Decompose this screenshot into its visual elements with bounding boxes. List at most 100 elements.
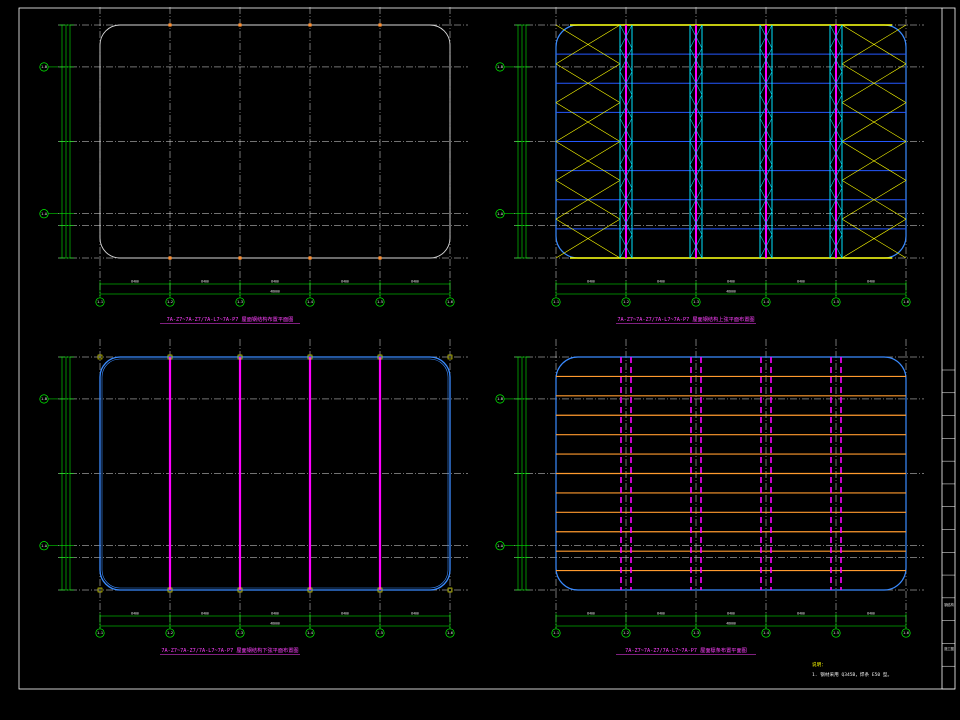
x-bracing bbox=[841, 218, 907, 259]
axis-bubble-x: 1-3 bbox=[235, 297, 245, 307]
axis-bubble-y-upper: 1-B bbox=[39, 62, 49, 72]
sheet-frame bbox=[18, 7, 956, 690]
axis-bubble-x-label: 1-5 bbox=[377, 631, 383, 635]
span-dimension-label: 8400 bbox=[271, 280, 279, 284]
column-base-bottom bbox=[447, 587, 453, 593]
x-bracing bbox=[841, 63, 907, 103]
truss-diagonal bbox=[689, 211, 703, 235]
axis-bubble-x-label: 1-5 bbox=[833, 631, 839, 635]
axis-bubble-x-label: 1-6 bbox=[903, 300, 909, 304]
axis-bubble-x-label: 1-4 bbox=[307, 631, 313, 635]
axis-bubble-x: 1-2 bbox=[165, 297, 175, 307]
column-base-bottom bbox=[237, 587, 243, 593]
span-dimension-label: 8400 bbox=[797, 612, 805, 616]
truss-diagonal bbox=[759, 48, 773, 72]
truss-diagonal bbox=[619, 141, 633, 165]
axis-bubble-x-label: 1-6 bbox=[447, 631, 453, 635]
axis-bubble-y-upper: 1-B bbox=[495, 62, 505, 72]
column-base-top bbox=[97, 354, 103, 360]
truss-diagonal bbox=[829, 118, 843, 142]
truss-diagonal bbox=[689, 141, 703, 165]
truss-diagonal bbox=[759, 141, 773, 165]
span-dimension-label: 8400 bbox=[867, 280, 875, 284]
span-dimension-label: 8400 bbox=[411, 280, 419, 284]
column-marker-top bbox=[378, 23, 382, 27]
truss-diagonal bbox=[829, 94, 843, 119]
axis-bubble-x-label: 1-2 bbox=[167, 631, 173, 635]
x-bracing bbox=[841, 141, 907, 181]
x-bracing bbox=[555, 141, 621, 181]
axis-bubble-x-label: 1-1 bbox=[553, 300, 559, 304]
axis-bubble-y-upper-label: 1-B bbox=[41, 397, 47, 401]
x-bracing bbox=[841, 102, 907, 142]
truss-diagonal bbox=[619, 48, 633, 72]
span-dimension-label: 8400 bbox=[867, 612, 875, 616]
span-dimension-label: 8400 bbox=[657, 612, 665, 616]
axis-bubble-x-label: 1-4 bbox=[763, 300, 769, 304]
axis-bubble-x: 1-3 bbox=[235, 628, 245, 638]
truss-diagonal bbox=[829, 164, 843, 189]
total-dimension-label: 48000 bbox=[270, 622, 280, 626]
x-bracing bbox=[555, 24, 621, 65]
column-base-top bbox=[377, 354, 383, 360]
axis-bubble-x-label: 1-3 bbox=[693, 631, 699, 635]
axis-bubble-x: 1-6 bbox=[901, 297, 911, 307]
span-dimension-label: 8400 bbox=[797, 280, 805, 284]
column-base-top bbox=[167, 354, 173, 360]
truss-diagonal bbox=[829, 71, 843, 96]
axis-bubble-y-upper: 1-B bbox=[39, 394, 49, 404]
truss-diagonal bbox=[689, 234, 703, 259]
axis-bubble-y-lower-label: 1-A bbox=[497, 544, 503, 548]
span-dimension-label: 8400 bbox=[271, 612, 279, 616]
axis-bubble-x-label: 1-6 bbox=[447, 300, 453, 304]
truss-diagonal bbox=[829, 24, 843, 49]
total-dimension-label: 48000 bbox=[726, 290, 736, 294]
truss-diagonal bbox=[689, 24, 703, 49]
roof-outline bbox=[99, 24, 451, 259]
span-dimension-label: 8400 bbox=[411, 612, 419, 616]
axis-bubble-x: 1-1 bbox=[95, 628, 105, 638]
truss-diagonal bbox=[689, 118, 703, 142]
truss-diagonal bbox=[619, 187, 633, 212]
notes-heading: 说明： bbox=[812, 661, 826, 668]
total-dimension-label: 48000 bbox=[270, 290, 280, 294]
column-base-top bbox=[237, 354, 243, 360]
axis-bubble-y-lower-label: 1-A bbox=[41, 212, 47, 216]
truss-diagonal bbox=[619, 71, 633, 96]
total-dimension-label: 48000 bbox=[726, 622, 736, 626]
column-base-bottom bbox=[307, 587, 313, 593]
axis-bubble-x: 1-4 bbox=[305, 297, 315, 307]
x-bracing bbox=[555, 218, 621, 259]
axis-bubble-x: 1-5 bbox=[375, 628, 385, 638]
axis-bubble-y-upper-label: 1-B bbox=[41, 65, 47, 69]
axis-bubble-x: 1-6 bbox=[445, 297, 455, 307]
axis-bubble-x-label: 1-4 bbox=[763, 631, 769, 635]
axis-bubble-y-lower: 1-A bbox=[495, 209, 505, 219]
truss-diagonal bbox=[759, 118, 773, 142]
roof-outline-inner bbox=[101, 358, 449, 589]
x-bracing bbox=[555, 102, 621, 142]
axis-bubble-y-lower-label: 1-A bbox=[497, 212, 503, 216]
span-dimension-label: 8400 bbox=[727, 280, 735, 284]
span-dimension-label: 8400 bbox=[341, 280, 349, 284]
axis-bubble-y-lower: 1-A bbox=[39, 209, 49, 219]
axis-bubble-x-label: 1-3 bbox=[693, 300, 699, 304]
column-marker-top bbox=[308, 23, 312, 27]
axis-bubble-y-upper-label: 1-B bbox=[497, 397, 503, 401]
column-base-top bbox=[447, 354, 453, 360]
column-base-top bbox=[307, 354, 313, 360]
axis-bubble-x-label: 1-2 bbox=[623, 631, 629, 635]
column-base-bottom bbox=[97, 587, 103, 593]
truss-diagonal bbox=[829, 48, 843, 72]
span-dimension-label: 8400 bbox=[657, 280, 665, 284]
axis-bubble-x: 1-6 bbox=[901, 628, 911, 638]
axis-bubble-x: 1-1 bbox=[551, 628, 561, 638]
axis-bubble-x: 1-5 bbox=[375, 297, 385, 307]
column-marker-bottom bbox=[378, 256, 382, 260]
